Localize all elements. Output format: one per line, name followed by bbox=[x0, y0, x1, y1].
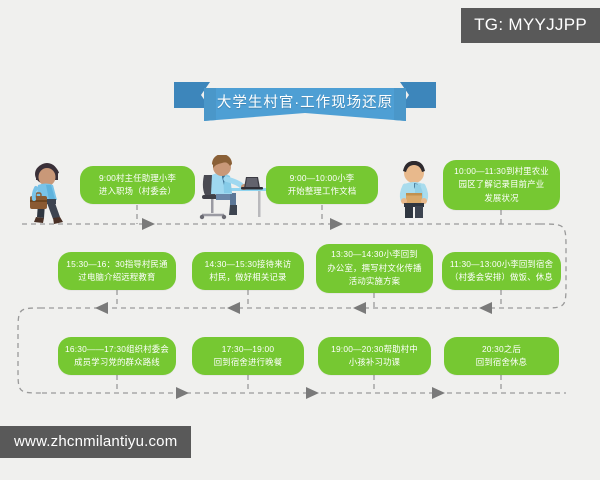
arrow-right-4 bbox=[306, 387, 319, 399]
card-text: 9:00—10:00小李 开始整理工作文档 bbox=[287, 172, 357, 197]
card-text: 11:30—13:00小李回到宿舍 （村委会安排）做饭、休息 bbox=[449, 258, 554, 283]
arrow-right-2 bbox=[330, 218, 343, 230]
card-text: 20:30之后 回到宿舍休息 bbox=[475, 343, 528, 368]
arrow-right-3 bbox=[176, 387, 189, 399]
timeline-card-step-2[interactable]: 9:00—10:00小李 开始整理工作文档 bbox=[266, 166, 378, 204]
ribbon-shape bbox=[174, 82, 436, 121]
figure-standing-person bbox=[399, 161, 429, 222]
banner-title: 大学生村官·工作现场还原 bbox=[216, 94, 394, 111]
arrow-right-1 bbox=[142, 218, 155, 230]
figure-walking-person bbox=[30, 163, 63, 224]
card-text: 10:00—11:30到村里农业 园区了解记录目前产业 发展状况 bbox=[454, 165, 549, 203]
timeline-card-step-9[interactable]: 17:30—19:00 回到宿舍进行晚餐 bbox=[192, 337, 304, 375]
connector-left-turn bbox=[17, 307, 43, 394]
card-text: 19:00—20:30帮助村中 小孩补习功课 bbox=[331, 343, 418, 368]
arrow-left-4 bbox=[95, 302, 108, 314]
timeline-card-step-10[interactable]: 19:00—20:30帮助村中 小孩补习功课 bbox=[318, 337, 431, 375]
figure-seated-person-desk bbox=[199, 155, 274, 220]
timeline-card-step-3[interactable]: 10:00—11:30到村里农业 园区了解记录目前产业 发展状况 bbox=[443, 160, 560, 210]
corner-tag: TG: MYYJJPP bbox=[461, 8, 600, 43]
connector-right-turn bbox=[539, 223, 567, 309]
arrow-left-1 bbox=[479, 302, 492, 314]
timeline-card-step-7[interactable]: 15:30—16：30指导村民通 过电脑介绍远程教育 bbox=[58, 252, 176, 290]
arrow-left-3 bbox=[227, 302, 240, 314]
card-text: 9:00村主任助理小李 进入职场（村委会） bbox=[98, 172, 177, 197]
timeline-card-step-11[interactable]: 20:30之后 回到宿舍休息 bbox=[444, 337, 559, 375]
arrow-right-5 bbox=[432, 387, 445, 399]
card-text: 13:30—14:30小李回到 办公室，撰写村文化传播 活动实施方案 bbox=[327, 249, 422, 287]
arrow-left-2 bbox=[353, 302, 366, 314]
card-text: 15:30—16：30指导村民通 过电脑介绍远程教育 bbox=[66, 258, 168, 283]
timeline-card-step-6[interactable]: 14:30—15:30接待来访 村民，做好相关记录 bbox=[192, 252, 304, 290]
card-text: 14:30—15:30接待来访 村民，做好相关记录 bbox=[204, 258, 292, 283]
card-text: 16:30——17:30组织村委会 成员学习党的群众路线 bbox=[65, 343, 169, 368]
site-watermark: www.zhcnmilantiyu.com bbox=[0, 426, 192, 458]
timeline-card-step-4[interactable]: 11:30—13:00小李回到宿舍 （村委会安排）做饭、休息 bbox=[442, 252, 561, 290]
timeline-card-step-5[interactable]: 13:30—14:30小李回到 办公室，撰写村文化传播 活动实施方案 bbox=[316, 244, 433, 293]
timeline-card-step-8[interactable]: 16:30——17:30组织村委会 成员学习党的群众路线 bbox=[58, 337, 176, 375]
title-ribbon: 大学生村官·工作现场还原 bbox=[174, 78, 436, 122]
card-text: 17:30—19:00 回到宿舍进行晚餐 bbox=[213, 343, 283, 368]
timeline-card-step-1[interactable]: 9:00村主任助理小李 进入职场（村委会） bbox=[80, 166, 195, 204]
